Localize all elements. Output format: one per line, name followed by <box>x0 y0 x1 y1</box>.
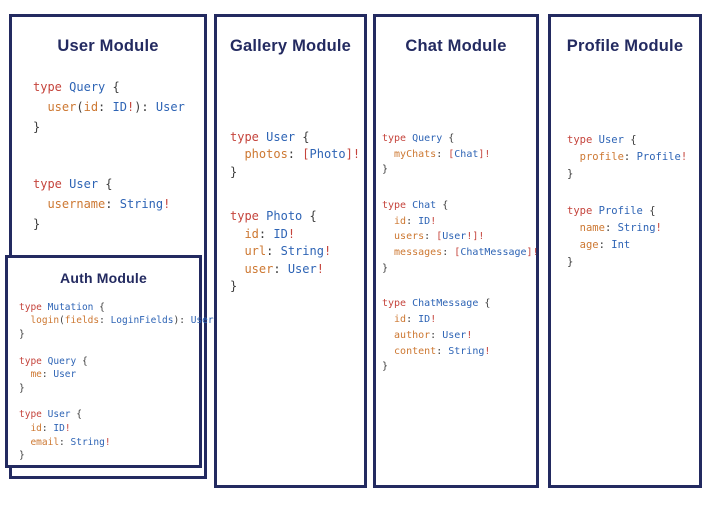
code-gallery: type User { photos: [Photo]!}type Photo … <box>230 129 364 296</box>
code-line: } <box>382 262 389 274</box>
code-line: age: Int <box>567 238 631 251</box>
code-line: } <box>19 450 25 462</box>
code-line: type Query { <box>382 132 455 144</box>
code-line: } <box>567 255 574 268</box>
code-line: messages: [ChatMessage]! <box>382 247 539 259</box>
code-line: } <box>230 279 238 294</box>
code-line: myChats: [Chat]! <box>382 148 491 160</box>
code-line: type User { <box>19 409 82 421</box>
code-line: user(id: ID!): User <box>33 99 185 114</box>
module-title-user: User Module <box>57 37 159 55</box>
code-line: } <box>33 216 41 231</box>
code-block: type Chat { id: ID! users: [User!]! mess… <box>382 198 539 277</box>
code-line: } <box>33 119 41 134</box>
code-block: type ChatMessage { id: ID! author: User!… <box>382 296 536 375</box>
code-line: type Profile { <box>567 204 656 217</box>
module-title-chat: Chat Module <box>405 37 507 55</box>
code-line: id: ID! <box>19 422 71 434</box>
code-line: content: String! <box>382 345 491 357</box>
code-line: users: [User!]! <box>382 231 485 243</box>
code-user: type Query { user(id: ID!): User}type Us… <box>33 77 204 234</box>
code-line: } <box>382 361 389 373</box>
module-panel-chat: Chat Module type Query { myChats: [Chat]… <box>373 14 539 488</box>
module-title-gallery: Gallery Module <box>229 37 352 55</box>
module-panel-auth: Auth Module type Mutation { login(fields… <box>5 255 214 468</box>
code-line: id: ID! <box>230 226 296 241</box>
code-block: type Query { me: User} <box>19 355 199 396</box>
code-line: id: ID! <box>382 215 437 227</box>
code-auth: type Mutation { login(fields: LoginField… <box>19 301 214 463</box>
code-line: type Query { <box>19 355 88 367</box>
code-line: name: String! <box>567 221 662 234</box>
module-panel-profile: Profile Module type User { profile: Prof… <box>548 14 702 488</box>
code-block: type Mutation { login(fields: LoginField… <box>19 301 214 342</box>
code-line: url: String! <box>230 244 332 259</box>
code-line: login(fields: LoginFields): User <box>19 315 214 327</box>
code-block: type User { id: ID! email: String!} <box>19 408 199 462</box>
code-block: type Profile { name: String! age: Int} <box>567 203 699 271</box>
code-line: type User { <box>567 133 637 146</box>
module-panel-gallery: Gallery Module type User { photos: [Phot… <box>214 14 367 488</box>
code-line: type User { <box>33 176 113 191</box>
module-title-profile: Profile Module <box>566 37 684 55</box>
code-line: } <box>19 382 25 394</box>
code-line: } <box>230 164 238 179</box>
code-line: type Mutation { <box>19 301 105 313</box>
code-line: type User { <box>230 129 310 144</box>
code-line: photos: [Photo]! <box>230 147 361 162</box>
code-line: type ChatMessage { <box>382 298 491 310</box>
code-line: type Chat { <box>382 199 449 211</box>
code-block: type User { photos: [Photo]!} <box>230 129 364 182</box>
code-line: type Photo { <box>230 209 317 224</box>
code-line: profile: Profile! <box>567 150 688 163</box>
code-chat: type Query { myChats: [Chat]!}type Chat … <box>382 131 539 375</box>
code-line: type Query { <box>33 79 120 94</box>
code-block: type User { profile: Profile!} <box>567 132 699 183</box>
code-block: type Query { myChats: [Chat]!} <box>382 131 536 178</box>
code-block: type Query { user(id: ID!): User} <box>33 77 204 137</box>
code-line: } <box>19 328 25 340</box>
code-block: type User { username: String!} <box>33 174 204 234</box>
code-line: } <box>567 167 574 180</box>
code-line: email: String! <box>19 436 111 448</box>
module-title-auth: Auth Module <box>60 270 147 286</box>
code-line: } <box>382 164 389 176</box>
code-line: id: ID! <box>382 314 437 326</box>
code-line: username: String! <box>33 196 171 211</box>
code-profile: type User { profile: Profile!}type Profi… <box>567 132 699 271</box>
code-line: me: User <box>19 369 77 381</box>
code-block: type Photo { id: ID! url: String! user: … <box>230 208 364 296</box>
code-line: user: User! <box>230 261 324 276</box>
code-line: author: User! <box>382 329 473 341</box>
